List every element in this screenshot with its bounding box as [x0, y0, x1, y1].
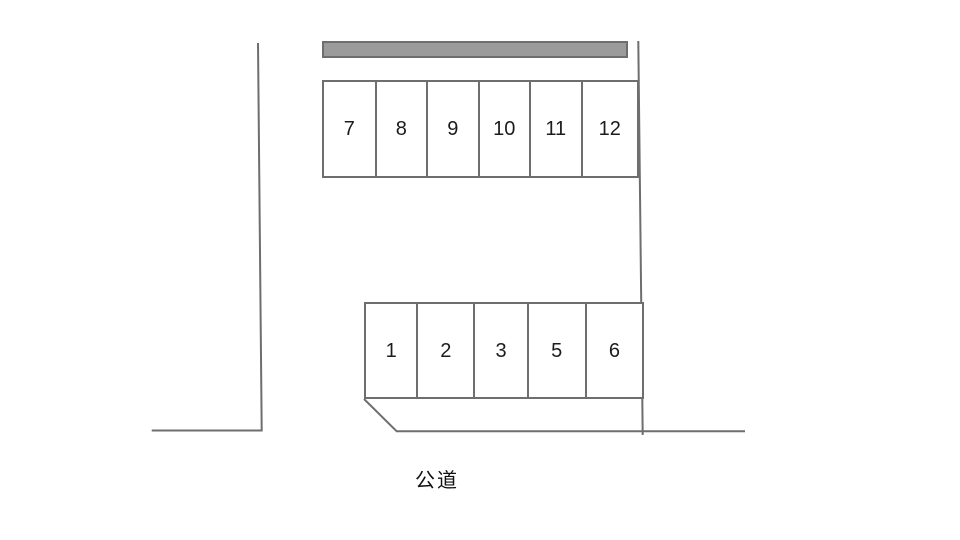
parking-space-7: 7: [324, 82, 375, 176]
parking-space-number: 7: [343, 118, 355, 140]
parking-space-8: 8: [374, 82, 427, 176]
parking-space-9: 9: [426, 82, 478, 176]
parking-space-number: 6: [608, 339, 620, 362]
parking-space-12: 12: [580, 82, 637, 176]
parking-space-11: 11: [529, 82, 581, 176]
road-label: 公道: [415, 470, 459, 492]
parking-space-5: 5: [526, 304, 585, 397]
parking-row-bottom: 1 2 3 5 6: [364, 302, 644, 399]
wall-bar: [322, 41, 628, 58]
parking-space-number: 5: [551, 339, 563, 362]
parking-space-number: 9: [447, 118, 459, 140]
parking-space-number: 10: [493, 118, 516, 140]
parking-row-top: 7 8 9 10 11 12: [322, 80, 639, 178]
parking-space-number: 12: [598, 118, 621, 140]
parking-space-6: 6: [584, 304, 642, 397]
parking-space-1: 1: [366, 304, 416, 397]
parking-space-number: 8: [395, 118, 407, 140]
parking-space-number: 11: [545, 118, 567, 140]
parking-space-number: 2: [440, 339, 452, 362]
parking-space-3: 3: [473, 304, 526, 397]
parking-space-number: 1: [385, 339, 397, 362]
parking-space-10: 10: [477, 82, 530, 176]
road-edge-line: [363, 398, 745, 433]
parking-space-2: 2: [416, 304, 473, 397]
left-boundary-line: [151, 42, 263, 432]
parking-space-number: 3: [495, 339, 507, 362]
